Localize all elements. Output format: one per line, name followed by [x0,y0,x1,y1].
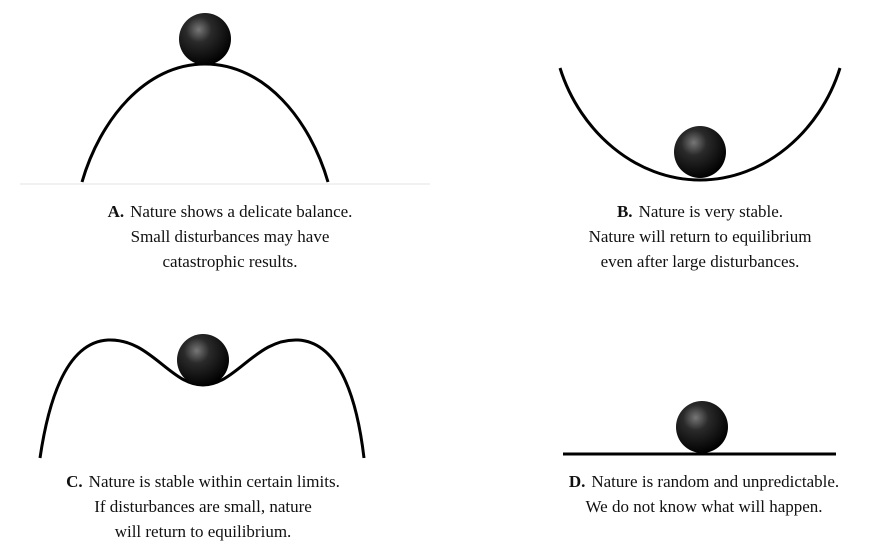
caption-b: B. Nature is very stable. Nature will ret… [550,199,850,274]
ball-icon [179,13,231,65]
panel-a-diagram [20,13,430,185]
panel-a: A. Nature shows a delicate balance. Small… [0,0,446,290]
caption-line: Nature is very stable. [638,202,784,221]
panel-b-diagram [558,67,842,182]
caption-c: C. Nature is stable within certain limits… [23,469,383,544]
caption-line: If disturbances are small, nature [94,497,312,516]
caption-line: Nature will return to equilibrium [588,227,812,246]
panel-b: B. Nature is very stable. Nature will ret… [446,0,892,290]
ball-icon [674,126,726,178]
ball-icon [177,334,229,386]
panel-d: D. Nature is random and unpredictable. We… [446,290,892,542]
caption-line: will return to equilibrium. [114,522,292,541]
panel-letter: B. [616,202,633,221]
caption-line: Small disturbances may have [130,227,330,246]
caption-line: Nature shows a delicate balance. [130,202,353,221]
caption-line: catastrophic results. [162,252,298,271]
caption-line: Nature is stable within certain limits. [88,472,340,491]
panel-letter: A. [107,202,125,221]
panel-letter: D. [568,472,586,491]
caption-a: A. Nature shows a delicate balance. Small… [80,199,380,274]
caption-d: D. Nature is random and unpredictable. We… [534,469,874,519]
panel-letter: C. [66,472,83,491]
caption-line: Nature is random and unpredictable. [591,472,840,491]
panel-c-diagram [38,334,366,459]
ball-icon [676,401,728,453]
caption-line: even after large disturbances. [600,252,800,271]
caption-line: We do not know what will happen. [585,497,823,516]
panel-c: C. Nature is stable within certain limits… [0,290,446,542]
panel-d-diagram [563,401,836,456]
valley-curve [558,67,842,182]
hill-curve [80,62,330,183]
